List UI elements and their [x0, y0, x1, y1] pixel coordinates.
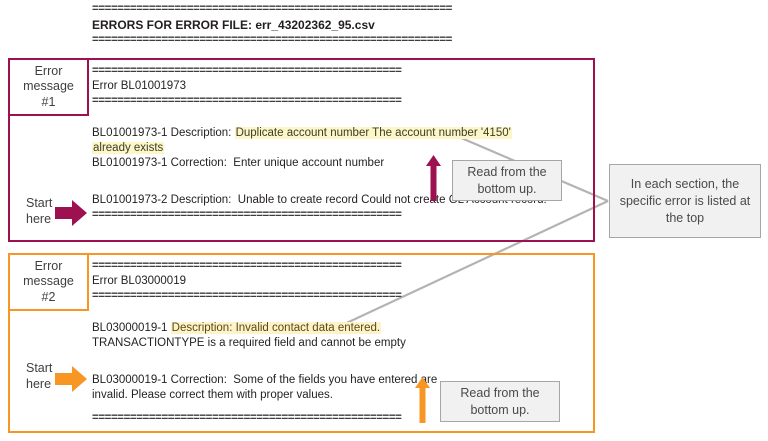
e1-desc2-label: BL01001973-2 Description:: [92, 194, 232, 206]
e1-description-1-cont: already exists: [92, 141, 592, 156]
e1-corr1-label: BL01001973-1 Correction:: [92, 157, 227, 169]
e2-error-id: Error BL03000019: [92, 275, 186, 287]
error-message-2-tag: Error message #2: [8, 253, 89, 311]
e2-rule-under: ========================================…: [92, 290, 402, 302]
tag1-line3: #1: [41, 94, 56, 109]
e2-desc1-highlight: Description: Invalid contact data entere…: [170, 322, 382, 334]
callout-read-bottom-up-2: Read from the bottom up.: [440, 381, 560, 422]
error-file-header: ========================================…: [92, 2, 512, 48]
header-rule-bottom: ========================================…: [92, 34, 453, 46]
start-here-arrow-1: [55, 200, 87, 226]
start-here-label-2: Start here: [26, 361, 53, 391]
read-bottom-up-arrow-1: [426, 155, 441, 201]
e2-corr1-label: BL03000019-1 Correction:: [92, 374, 227, 386]
e1-rule-top: ========================================…: [92, 65, 402, 77]
e2-description-1: BL03000019-1 Description: Invalid contac…: [92, 321, 592, 336]
tag1-line2: message: [23, 79, 74, 94]
e2-corr1-text: Some of the fields you have entered are …: [92, 374, 438, 401]
e1-correction-1: BL01001973-1 Correction: Enter unique ac…: [92, 156, 592, 171]
tag2-line1: Error: [34, 258, 63, 273]
callout-read-bottom-up-1: Read from the bottom up.: [452, 160, 562, 201]
tag1-line1: Error: [34, 63, 63, 78]
e2-correction-1: BL03000019-1 Correction: Some of the fie…: [92, 373, 450, 403]
callout-specific-error-top: In each section, the specific error is l…: [609, 164, 761, 238]
tag2-line2: message: [23, 274, 74, 289]
e1-desc1-label: BL01001973-1 Description:: [92, 127, 232, 139]
e2-rule-top: ========================================…: [92, 260, 402, 272]
error-section-2-frame: [8, 253, 595, 433]
e2-rule-bottom: ========================================…: [92, 412, 402, 424]
e1-description-1: BL01001973-1 Description: Duplicate acco…: [92, 126, 592, 141]
e1-error-id: Error BL01001973: [92, 80, 186, 92]
e1-rule-under: ========================================…: [92, 95, 402, 107]
header-rule-top: ========================================…: [92, 3, 453, 15]
start-here-arrow-2: [55, 366, 87, 392]
header-title: ERRORS FOR ERROR FILE: err_43202362_95.c…: [92, 18, 375, 32]
tag2-line3: #2: [41, 289, 56, 304]
e2-desc1-label: BL03000019-1: [92, 322, 168, 334]
error-section-2-body: ========================================…: [92, 259, 592, 426]
e1-corr1-text: Enter unique account number: [233, 157, 385, 169]
e2-description-1-cont: TRANSACTIONTYPE is a required field and …: [92, 337, 406, 349]
error-section-1-body: ========================================…: [92, 64, 592, 223]
e1-desc1-highlight: Duplicate account number The account num…: [234, 127, 512, 139]
read-bottom-up-arrow-2: [415, 377, 430, 423]
start-here-label-1: Start here: [26, 196, 53, 226]
error-section-1-frame: [8, 58, 595, 242]
e1-rule-bottom: ========================================…: [92, 209, 402, 221]
e1-desc1-highlight-cont: already exists: [92, 142, 165, 154]
error-message-1-tag: Error message #1: [8, 58, 89, 116]
